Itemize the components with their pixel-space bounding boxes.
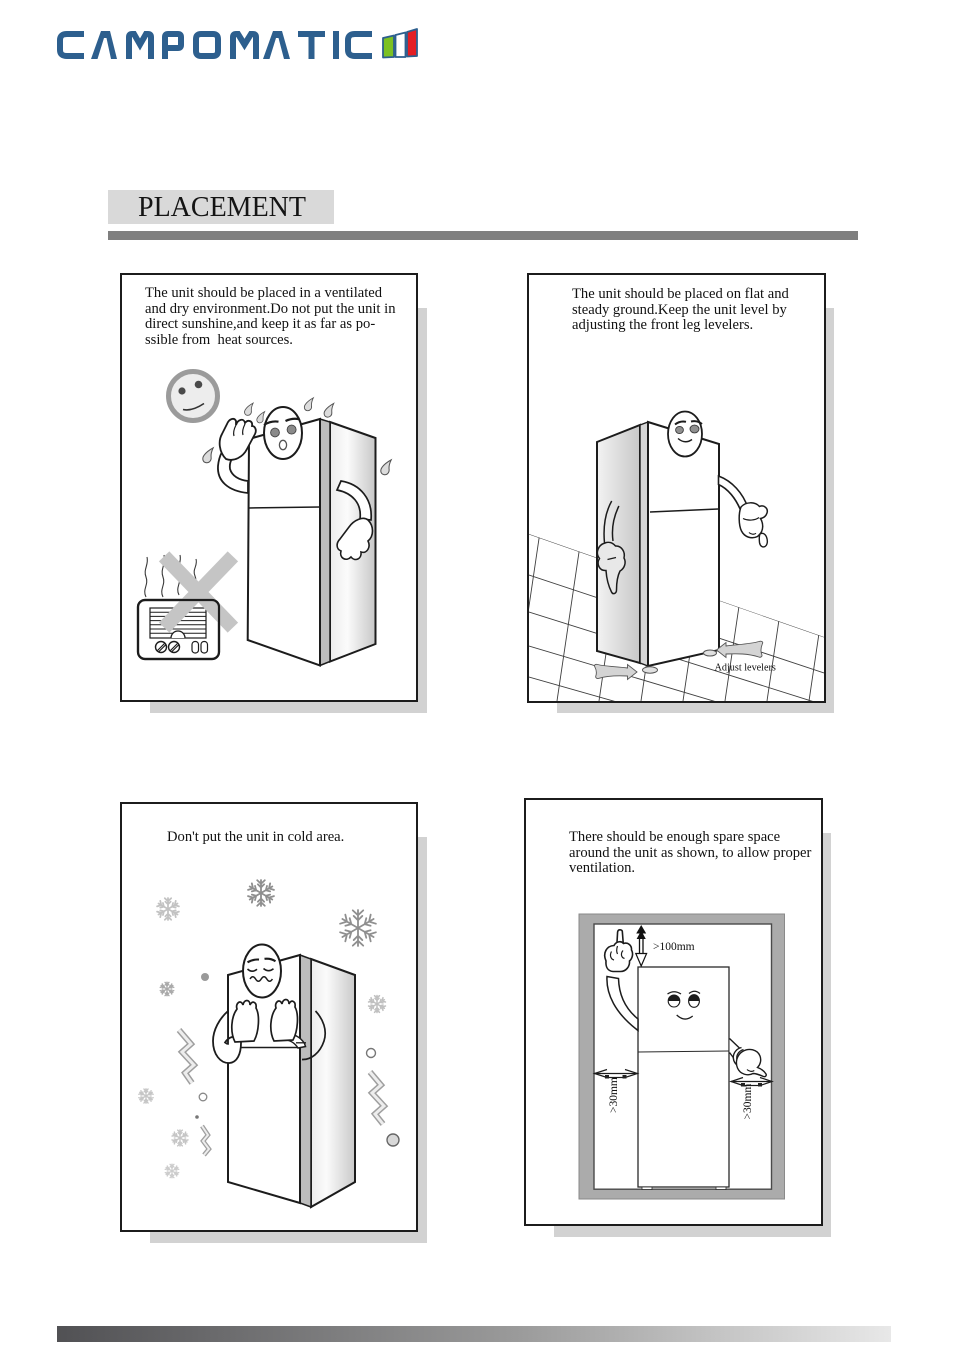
- svg-text:>30mm: >30mm: [742, 1084, 754, 1120]
- svg-text:>100mm: >100mm: [653, 941, 695, 953]
- svg-text:>30mm: >30mm: [608, 1077, 620, 1113]
- svg-text:Adjust levelers: Adjust levelers: [715, 663, 776, 674]
